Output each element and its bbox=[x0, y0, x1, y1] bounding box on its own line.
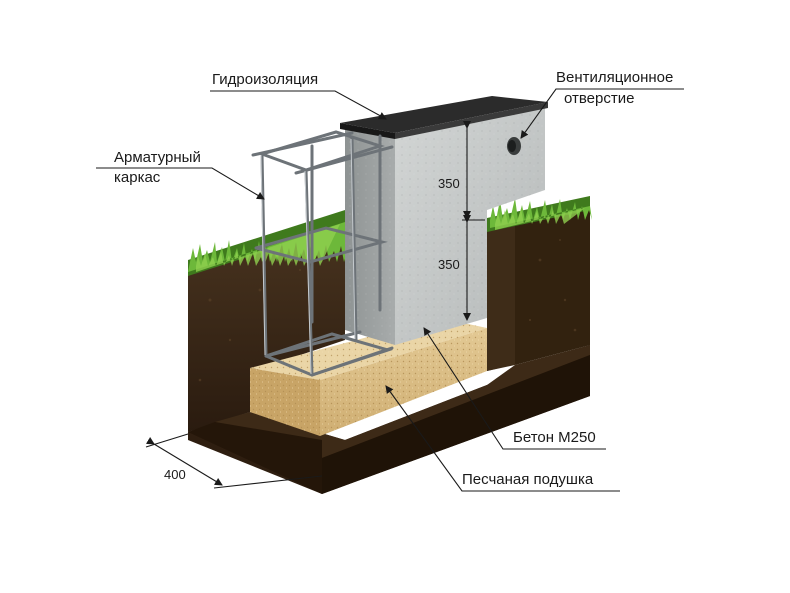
dimension-width: 400 bbox=[164, 467, 186, 482]
label-waterproofing: Гидроизоляция bbox=[210, 71, 387, 120]
width-dimension bbox=[145, 433, 323, 489]
soil-texture bbox=[198, 239, 577, 382]
label-concrete: Бетон М250 bbox=[423, 327, 606, 450]
label-rebar-line1: Арматурный bbox=[114, 149, 201, 166]
waterproofing-membrane bbox=[340, 96, 548, 139]
soil-front-right bbox=[322, 355, 590, 494]
label-sand-text: Песчаная подушка bbox=[462, 471, 594, 488]
soil-right-face bbox=[515, 198, 590, 365]
label-rebar-line2: каркас bbox=[114, 169, 161, 186]
label-waterproofing-text: Гидроизоляция bbox=[212, 71, 318, 88]
label-sand: Песчаная подушка bbox=[385, 385, 620, 492]
height-dimensions bbox=[462, 121, 485, 321]
label-rebar: Арматурный каркас bbox=[96, 149, 265, 200]
grass-right bbox=[487, 196, 592, 232]
dimension-upper-height: 350 bbox=[438, 176, 460, 191]
label-vent: Вентиляционное отверстие bbox=[520, 69, 684, 139]
rebar-cage bbox=[251, 130, 394, 377]
dimension-lower-height: 350 bbox=[438, 257, 460, 272]
label-vent-line1: Вентиляционное bbox=[556, 69, 673, 86]
trench-wall-right bbox=[487, 214, 515, 371]
label-vent-line2: отверстие bbox=[564, 90, 634, 107]
label-concrete-text: Бетон М250 bbox=[513, 429, 596, 446]
